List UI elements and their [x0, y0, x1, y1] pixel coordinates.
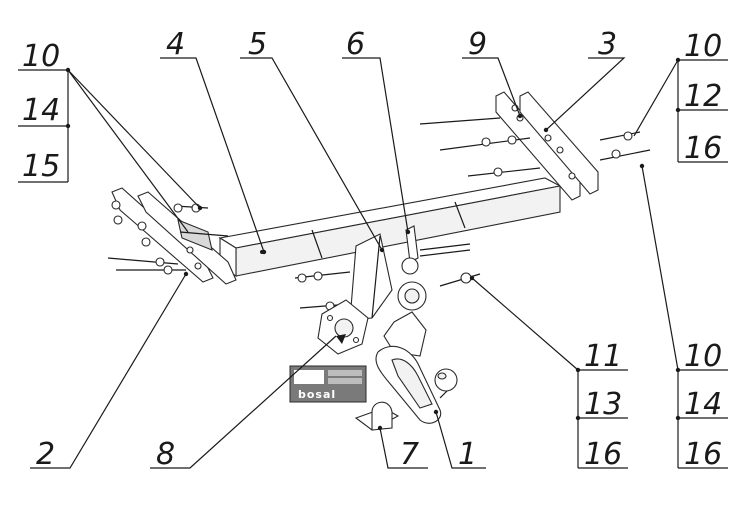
callout-rb-14: 14	[684, 387, 722, 422]
callout-right-16: 16	[684, 131, 722, 166]
callout-6: 6	[346, 27, 365, 62]
crossbar	[218, 177, 562, 277]
callout-1: 1	[458, 437, 477, 472]
callout-5: 5	[248, 27, 267, 62]
callout-8: 8	[156, 437, 175, 472]
right-bracket	[495, 91, 599, 201]
callout-mid-11: 11	[584, 339, 622, 374]
callout-2: 2	[36, 437, 55, 472]
right-bolts	[419, 117, 651, 177]
callout-right-12: 12	[684, 79, 722, 114]
bosal-label-plate: bosal	[289, 365, 367, 403]
callout-left-15: 15	[22, 149, 60, 184]
leader-lines	[18, 57, 728, 469]
callout-left-10: 10	[22, 39, 60, 74]
tow-ball-arm	[375, 311, 458, 424]
callout-numbers: 4 5 6 9 3 10 14 15 10 12 16 10 14 16 11 …	[22, 27, 722, 472]
callout-mid-16: 16	[584, 437, 622, 472]
callout-right-10: 10	[684, 29, 722, 64]
left-bolts	[107, 203, 229, 275]
bosal-logo-text: bosal	[298, 388, 336, 401]
callout-rb-16: 16	[684, 437, 722, 472]
callout-3: 3	[598, 27, 617, 62]
callout-9: 9	[468, 27, 487, 62]
clamp-bracket	[354, 401, 400, 431]
left-bracket	[111, 187, 237, 285]
center-mount	[294, 225, 481, 321]
callout-mid-13: 13	[584, 387, 622, 422]
callout-4: 4	[166, 27, 185, 62]
callout-7: 7	[400, 437, 419, 472]
callout-rb-10: 10	[684, 339, 722, 374]
callout-left-14: 14	[22, 93, 60, 128]
